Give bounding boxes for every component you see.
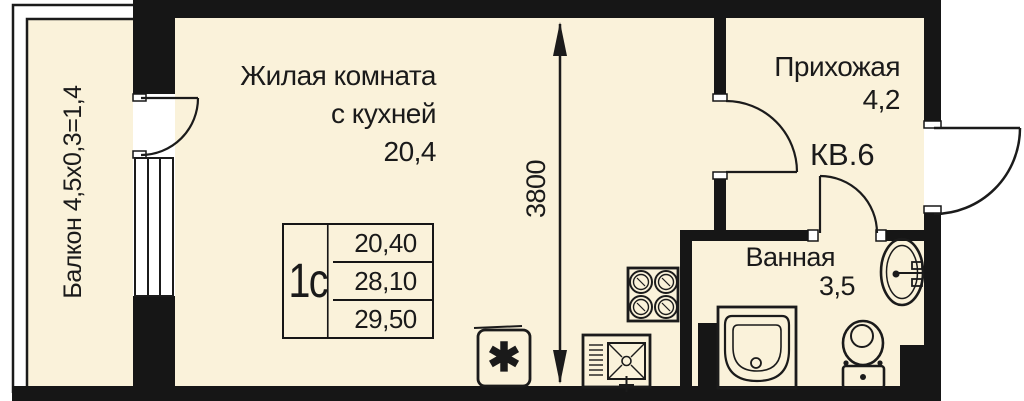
bathroom-area: 3,5 [818,271,856,301]
apartment-areas-column: 20,40 28,10 29,50 [333,225,432,337]
fridge-icon [473,325,532,388]
kitchen-sink-icon [581,333,652,392]
wall-bath-top-left [680,230,808,241]
hallway-area: 4,2 [862,84,901,115]
living-room-name: Жилая комната [240,60,436,91]
living-room-area: 20,4 [383,136,437,167]
wall-bath-left [680,241,692,386]
balcony-door-swing [140,96,200,157]
wall-balcony-lower [133,296,175,386]
balcony-floor [28,20,133,386]
wash-basin-icon [879,237,925,307]
toilet-icon [841,319,886,390]
dimension-arrow [553,22,567,384]
entrance-door-swing [933,126,1022,216]
apartment-info-table: 1с 20,40 28,10 29,50 [282,223,434,339]
door-jambs [132,93,942,242]
balcony-railing [11,3,133,393]
living-room-label: Жилая комната с кухней 20,4 [196,57,436,171]
balcony-label: Балкон 4,5х0,3=1,4 [59,85,87,299]
wall-right-lower [924,213,941,386]
table-area-value: 28,10 [333,263,432,301]
wall-hall-upper [714,18,726,94]
wall-balcony-upper [133,18,175,94]
table-total-area-value: 29,50 [354,303,417,334]
wall-hall-lower [714,179,726,230]
bathtub-icon [716,305,798,390]
hallway-label: Прихожая 4,2 [700,50,900,116]
balcony-window-icon [134,157,174,297]
walls [12,0,941,401]
bathroom-door-swing [818,174,879,234]
wall-pier-left [698,323,717,386]
table-living-area-value: 20,40 [333,225,432,263]
wall-top [133,0,941,18]
apartment-number: КВ.6 [810,137,875,172]
hallway-door-swing [725,99,799,174]
stove-burners-icon [626,266,680,323]
dimension-label: 3800 [521,159,551,219]
hallway-name: Прихожая [774,51,900,82]
wall-bath-top-right [886,230,941,241]
wall-pier-right [900,345,924,386]
wall-bottom [12,386,941,401]
bathroom-name: Ванная [745,242,836,272]
apartment-type-cell: 1с [288,225,329,337]
fridge-asterisk-icon: ✱ [487,336,521,380]
wall-right-upper [924,18,941,121]
living-room-name-2: с кухней [330,98,437,129]
apartment-floor [175,18,924,386]
